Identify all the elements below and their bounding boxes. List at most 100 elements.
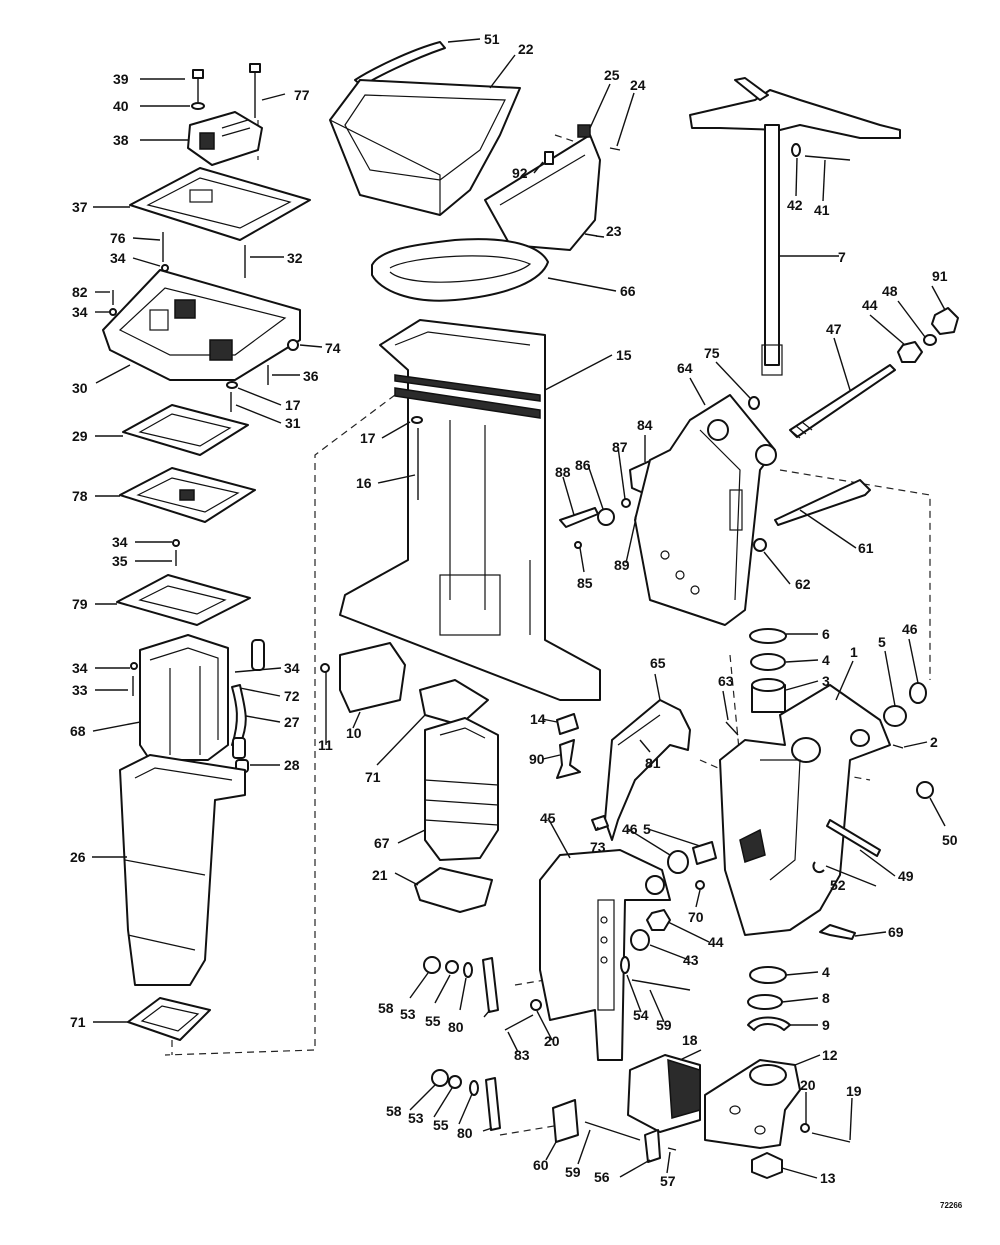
callout-52: 52 [830,877,846,893]
washer-42 [791,143,801,157]
seal-66 [371,238,549,302]
exhaust-housing-26 [119,754,246,986]
callout-22: 22 [518,41,534,57]
callout-5: 5 [643,821,651,837]
handle-51 [354,41,446,87]
callout-53: 53 [400,1006,416,1022]
callout-49: 49 [898,868,914,884]
exhaust-tube-67 [424,717,499,861]
callout-50: 50 [942,832,958,848]
callout-60: 60 [533,1157,549,1173]
callout-59: 59 [565,1164,581,1180]
bushing-58b [431,1069,449,1087]
gasket-71a [127,997,211,1041]
bolt-59b [584,1121,641,1141]
nut-53b [448,1075,462,1089]
callout-66: 66 [620,283,636,299]
callout-6: 6 [822,626,830,642]
callout-87: 87 [612,439,628,455]
tube-47-thread [789,421,813,439]
callout-88: 88 [555,464,571,480]
callout-84: 84 [637,417,653,433]
callout-21: 21 [372,867,388,883]
callout-72: 72 [284,688,300,704]
callout-34: 34 [112,534,128,550]
callout-43: 43 [683,952,699,968]
bushing-58a [423,956,441,974]
spring-88 [559,507,599,528]
washer-6 [749,628,787,644]
clip-56 [644,1129,661,1163]
callout-34: 34 [110,250,126,266]
screw-11 [320,663,330,673]
screw-23 [584,233,598,237]
bumper-14 [556,713,579,735]
link-80a [482,957,499,1013]
callout-15: 15 [616,347,632,363]
callout-leaders [92,38,946,1179]
callout-19: 19 [846,1083,862,1099]
pad-18 [627,1054,701,1133]
callout-38: 38 [113,132,129,148]
bearing-4a [750,653,786,671]
callout-33: 33 [72,682,88,698]
bushing-5a [883,705,907,727]
bolt-41 [804,155,851,161]
callout-81: 81 [645,755,661,771]
washer-17a [226,381,238,389]
callout-73: 73 [590,839,606,855]
nut-87 [621,498,631,508]
callout-13: 13 [820,1170,836,1186]
callout-24: 24 [630,77,646,93]
callout-44: 44 [708,934,724,950]
midsection-15 [339,319,601,701]
callout-62: 62 [795,576,811,592]
callout-28: 28 [284,757,300,773]
callout-31: 31 [285,415,301,431]
callout-27: 27 [284,714,300,730]
washer-46a [909,682,927,704]
callout-51: 51 [484,31,500,47]
callout-18: 18 [682,1032,698,1048]
callout-7: 7 [838,249,846,265]
callout-68: 68 [70,723,86,739]
callout-4: 4 [822,652,830,668]
callout-55: 55 [433,1117,449,1133]
washer-20b [800,1123,810,1133]
cover-10 [339,642,406,713]
callout-1: 1 [850,644,858,660]
callout-17: 17 [360,430,376,446]
washer-54 [620,956,630,974]
callout-42: 42 [787,197,803,213]
callout-58: 58 [386,1103,402,1119]
cowl-22 [329,79,521,216]
bearing-4b [749,966,787,984]
nut-70 [695,880,705,890]
nut-91 [931,307,959,335]
nut-85 [574,541,582,549]
washer-34c [172,539,180,547]
callout-12: 12 [822,1047,838,1063]
nut-13 [751,1152,783,1179]
plate-60 [552,1099,579,1143]
callout-17: 17 [285,397,301,413]
callout-4: 4 [822,964,830,980]
callout-34: 34 [284,660,300,676]
callout-35: 35 [112,553,128,569]
callout-40: 40 [113,98,129,114]
bushing-5b [692,841,717,865]
screw-24 [609,147,621,151]
callout-90: 90 [529,751,545,767]
callout-46: 46 [622,821,638,837]
bushing-48 [923,334,937,346]
callout-64: 64 [677,360,693,376]
washer-20a [530,999,542,1011]
callout-71: 71 [70,1014,86,1030]
callout-57: 57 [660,1173,676,1189]
callout-74: 74 [325,340,341,356]
washer-40 [191,102,205,110]
callout-32: 32 [287,250,303,266]
right-column-parts [423,77,959,1179]
